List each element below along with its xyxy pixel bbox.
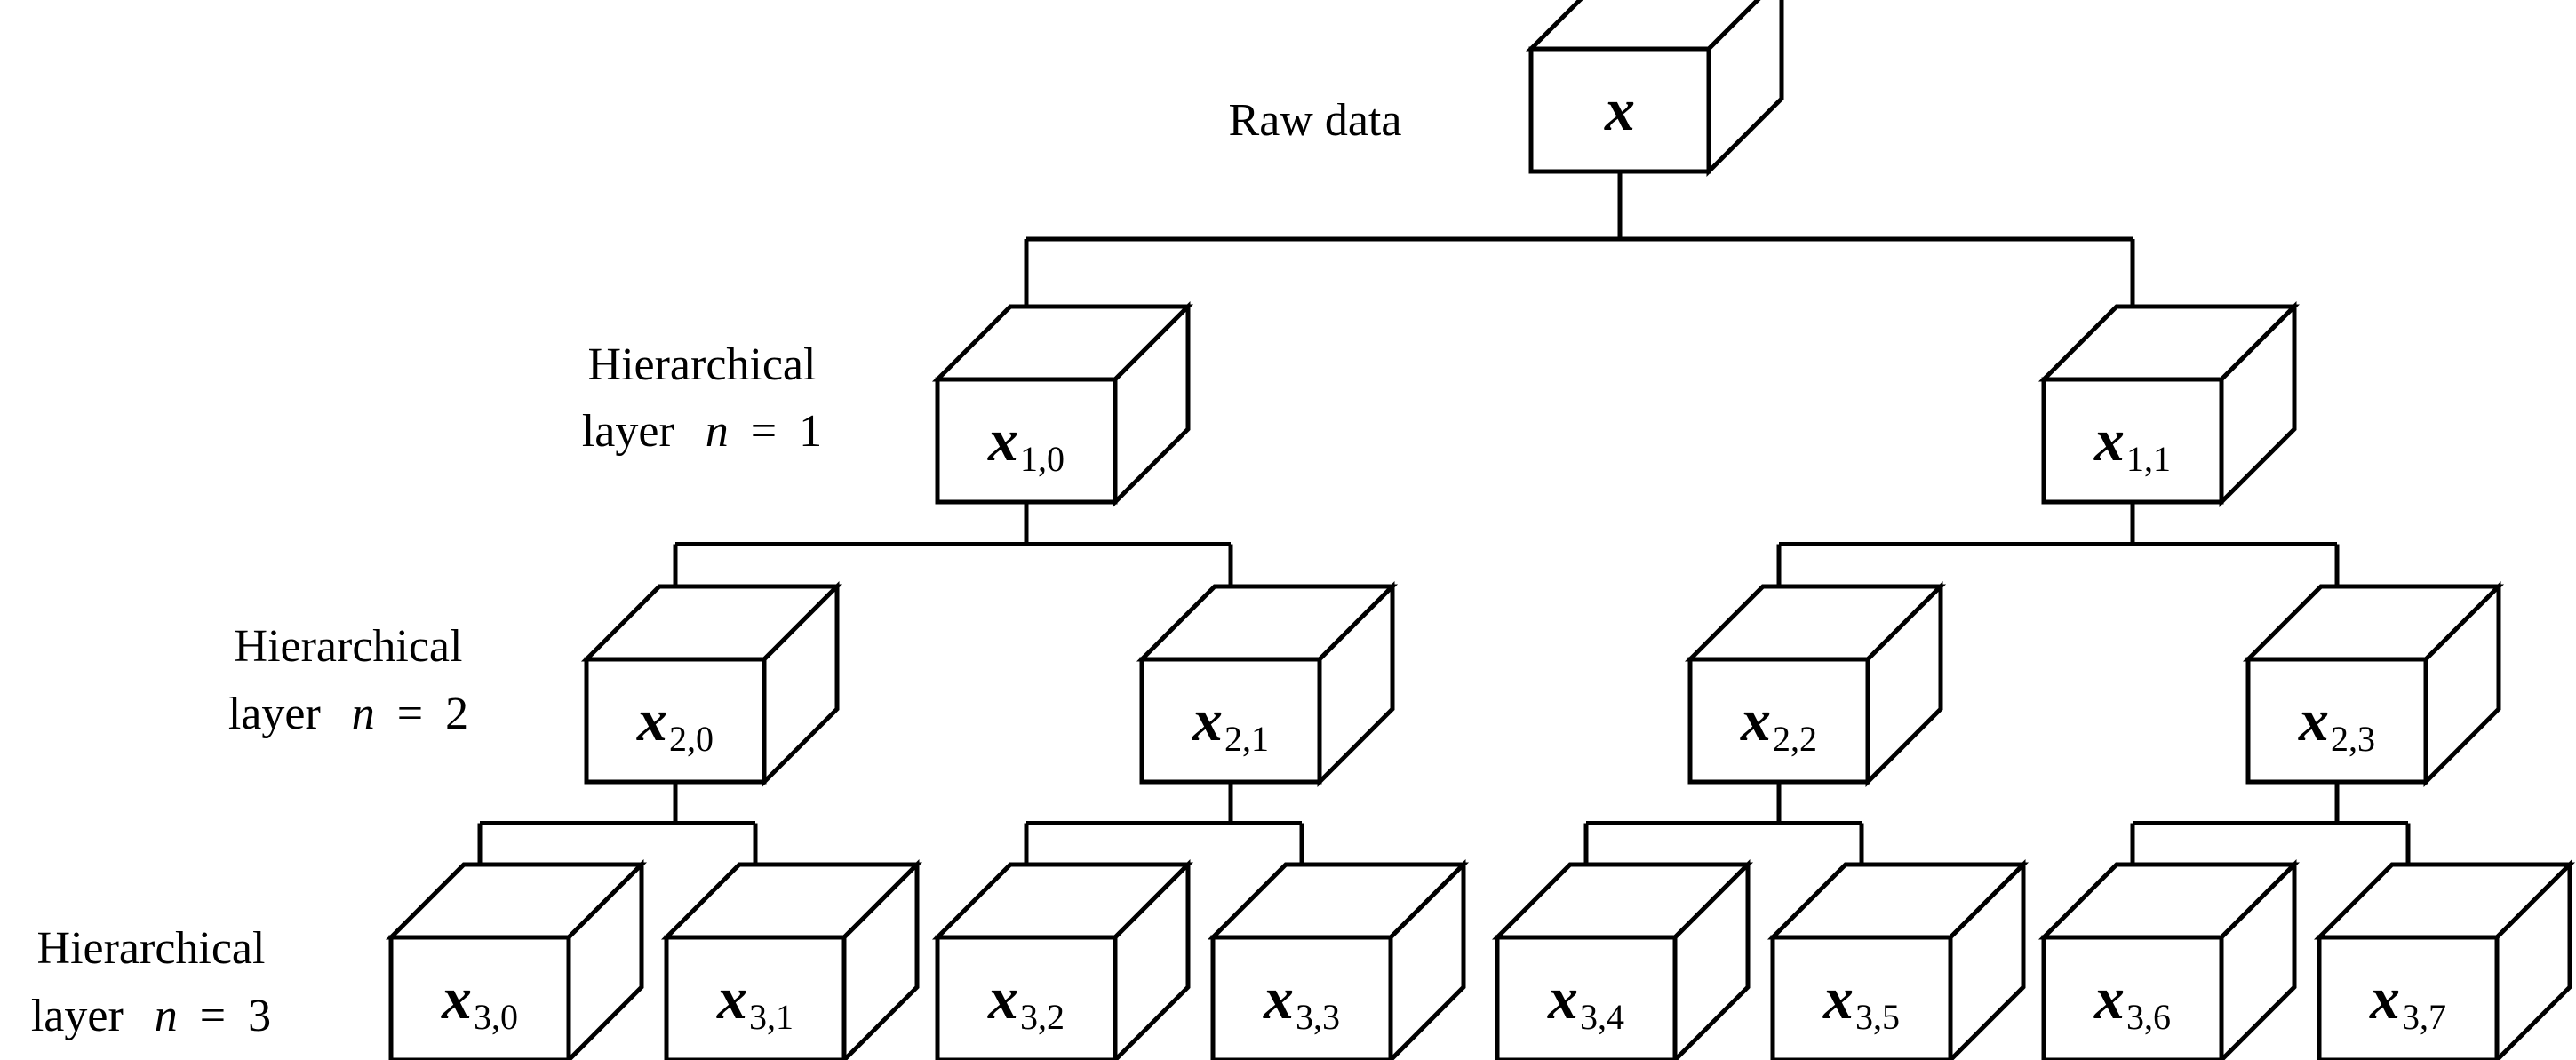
node-x3_7: x3,7 [2313,858,2576,1060]
layer-label-3-eq: = [200,991,226,1041]
node-x3_7-front [2317,935,2500,1060]
node-x3_0-symbol: x [441,964,472,1032]
node-x3_5-label: x3,5 [1822,964,1900,1037]
node-x2_2: x2,2 [1684,580,1947,788]
node-x1_1-subscript: 1,1 [2126,439,2171,479]
layer-label-2: Hierarchical layer n = 2 [228,621,468,739]
node-x3_5-symbol: x [1822,964,1854,1032]
node-x2_3-label: x2,3 [2298,686,2375,759]
node-x2_1: x2,1 [1136,580,1399,788]
node-x1_1-symbol: x [2093,406,2125,474]
node-x3_3-front [1210,935,1393,1060]
layer-label-2-prefix: layer [228,689,321,739]
layer-label-1-prefix: layer [582,406,674,457]
node-x3_4: x3,4 [1491,858,1754,1060]
layer-label-3-line2: layer n = 3 [31,991,271,1041]
node-x3_1-front [664,935,847,1060]
node-x3_5: x3,5 [1767,858,2030,1060]
node-x3_3-symbol: x [1263,964,1294,1032]
node-x3_0-subscript: 3,0 [474,997,518,1037]
layer-label-3-prefix: layer [31,991,124,1041]
node-x3_4-subscript: 3,4 [1580,997,1624,1037]
edges-layer [477,171,2411,897]
node-x3_2: x3,2 [931,858,1194,1060]
node-x1_1-label: x1,1 [2093,406,2171,479]
layer-label-1: Hierarchical layer n = 1 [582,339,822,457]
layer-label-1-eq: = [751,406,777,457]
node-x: x [1525,0,1784,178]
node-x3_1-symbol: x [716,964,747,1032]
node-x2_2-front [1687,657,1870,785]
node-x3_0-label: x3,0 [441,964,518,1037]
node-x1_0-front [935,377,1118,505]
node-x3_5-front [1770,935,1953,1060]
node-x3_0: x3,0 [385,858,648,1060]
node-x2_2-subscript: 2,2 [1773,719,1817,759]
node-x3_6: x3,6 [2038,858,2301,1060]
node-x3_4-label: x3,4 [1547,964,1624,1037]
layer-label-3: Hierarchical layer n = 3 [31,923,271,1041]
layer-label-1-line2: layer n = 1 [582,406,822,457]
node-x2_0-subscript: 2,0 [669,719,714,759]
root-label: Raw data [1229,95,1402,146]
layer-label-3-line1: Hierarchical [37,923,266,974]
node-x3_2-front [935,935,1118,1060]
node-x2_0: x2,0 [580,580,843,788]
node-x3_2-label: x3,2 [987,964,1065,1037]
layer-label-2-line2: layer n = 2 [228,689,468,739]
node-x3_7-subscript: 3,7 [2402,997,2446,1037]
node-x3_4-symbol: x [1547,964,1578,1032]
layer-label-1-line1: Hierarchical [588,339,817,390]
node-x3_3: x3,3 [1207,858,1470,1060]
node-x3_3-subscript: 3,3 [1296,997,1340,1037]
node-x3_6-symbol: x [2093,964,2125,1032]
node-x1_0-subscript: 1,0 [1020,439,1065,479]
node-x2_1-front [1139,657,1322,785]
node-x2_0-front [584,657,767,785]
node-x2_0-symbol: x [636,686,667,753]
layer-label-2-line1: Hierarchical [235,621,463,672]
node-x3_1-label: x3,1 [716,964,794,1037]
layer-label-1-value: 1 [799,406,822,457]
node-x1_1-front [2041,377,2224,505]
node-x2_2-symbol: x [1740,686,1771,753]
node-x2_2-label: x2,2 [1740,686,1817,759]
node-x3_6-subscript: 3,6 [2126,997,2171,1037]
node-x1_0-symbol: x [987,406,1018,474]
node-x3_5-subscript: 3,5 [1855,997,1900,1037]
node-x1_1: x1,1 [2038,300,2301,508]
node-x3_3-label: x3,3 [1263,964,1340,1037]
node-x-label: x [1604,76,1635,143]
node-x2_3-symbol: x [2298,686,2329,753]
node-x3_2-symbol: x [987,964,1018,1032]
node-x3_2-subscript: 3,2 [1020,997,1065,1037]
node-x3_1: x3,1 [660,858,923,1060]
node-x1_0: x1,0 [931,300,1194,508]
node-x2_1-symbol: x [1192,686,1223,753]
layer-label-2-var: n [352,689,375,739]
layer-label-2-eq: = [397,689,423,739]
layer-label-1-var: n [706,406,729,457]
node-x3_7-symbol: x [2369,964,2400,1032]
node-x3_4-front [1495,935,1678,1060]
node-x3_7-label: x3,7 [2369,964,2446,1037]
layer-label-2-value: 2 [445,689,468,739]
node-x1_0-label: x1,0 [987,406,1065,479]
node-x3_1-subscript: 3,1 [749,997,794,1037]
node-x2_3-subscript: 2,3 [2331,719,2375,759]
node-x-symbol: x [1604,76,1635,143]
node-x2_3-front [2245,657,2428,785]
node-x2_1-label: x2,1 [1192,686,1269,759]
layer-label-3-var: n [155,991,178,1041]
node-x2_1-subscript: 2,1 [1224,719,1269,759]
node-x2_0-label: x2,0 [636,686,714,759]
node-x3_6-label: x3,6 [2093,964,2171,1037]
node-x3_6-front [2041,935,2224,1060]
node-x-front [1528,46,1711,174]
node-x3_0-front [388,935,571,1060]
layer-label-3-value: 3 [248,991,271,1041]
node-x2_3: x2,3 [2242,580,2505,788]
